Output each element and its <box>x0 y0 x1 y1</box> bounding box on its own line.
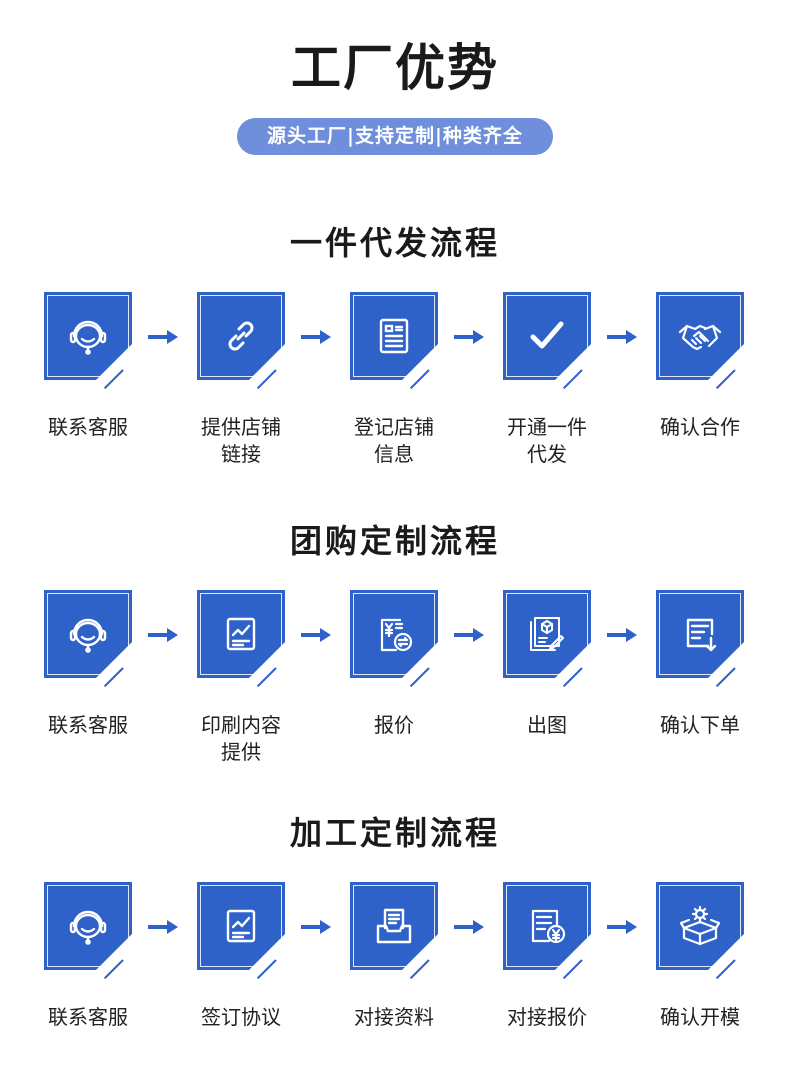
main-title: 工厂优势 <box>291 39 499 97</box>
step-label: 登记店铺信息 <box>319 414 469 468</box>
form-icon <box>372 314 416 358</box>
arrow-right-icon <box>148 329 178 344</box>
step-label-line: 提供店铺 <box>201 415 281 439</box>
arrow-right-icon <box>301 919 331 934</box>
headset-icon <box>66 904 110 948</box>
arrow-right-icon <box>454 627 484 642</box>
step-label-line: 开通一件 <box>507 415 587 439</box>
headset-icon <box>66 314 110 358</box>
step-label-line: 确认下单 <box>660 713 740 737</box>
headset-icon <box>66 612 110 656</box>
step-label-line: 登记店铺 <box>354 415 434 439</box>
step-card <box>656 292 746 390</box>
step-label: 确认下单 <box>625 712 775 739</box>
step-card <box>503 292 593 390</box>
section-title: 团购定制流程 <box>289 522 500 560</box>
step-card <box>44 590 134 688</box>
arrow-right-icon <box>607 329 637 344</box>
arrow-right-icon <box>454 329 484 344</box>
step-label-line: 联系客服 <box>48 415 128 439</box>
arrow-right-icon <box>607 919 637 934</box>
arrow-right-icon <box>148 919 178 934</box>
price-exchange-icon <box>372 612 416 656</box>
step-label: 出图 <box>472 712 622 739</box>
step-label: 印刷内容提供 <box>166 712 316 766</box>
step-card <box>350 292 440 390</box>
step-label: 对接资料 <box>319 1004 469 1031</box>
document-chart-icon <box>219 612 263 656</box>
document-chart-icon <box>219 904 263 948</box>
step-card <box>197 590 287 688</box>
subtitle-pill: 源头工厂|支持定制|种类齐全 <box>237 118 553 155</box>
step-card <box>197 882 287 980</box>
file-tray-icon <box>372 904 416 948</box>
step-label-line: 链接 <box>221 442 261 466</box>
step-label-line: 对接报价 <box>507 1005 587 1029</box>
step-label: 对接报价 <box>472 1004 622 1031</box>
step-label-line: 提供 <box>221 740 261 764</box>
order-download-icon <box>678 612 722 656</box>
check-icon <box>525 314 569 358</box>
step-card <box>44 292 134 390</box>
step-label-line: 签订协议 <box>201 1005 281 1029</box>
step-card <box>350 590 440 688</box>
section-title: 加工定制流程 <box>289 814 500 852</box>
arrow-right-icon <box>301 627 331 642</box>
step-label-line: 对接资料 <box>354 1005 434 1029</box>
process-section: 加工定制流程联系客服 签订协议 对接资料 对接报价 确认开模 <box>0 808 790 1068</box>
process-section: 一件代发流程联系客服提供店铺链接登记店铺信息开通一件代发确认合作 <box>0 218 790 478</box>
step-label-line: 联系客服 <box>48 1005 128 1029</box>
step-label: 联系客服 <box>13 712 163 739</box>
arrow-right-icon <box>301 329 331 344</box>
step-card <box>656 882 746 980</box>
step-label-line: 代发 <box>527 442 567 466</box>
step-label-line: 联系客服 <box>48 713 128 737</box>
design-drawing-icon <box>525 612 569 656</box>
step-card <box>44 882 134 980</box>
step-label: 提供店铺链接 <box>166 414 316 468</box>
step-label-line: 确认开模 <box>660 1005 740 1029</box>
step-label: 签订协议 <box>166 1004 316 1031</box>
handshake-icon <box>678 314 722 358</box>
step-label-line: 报价 <box>374 713 414 737</box>
step-label-line: 信息 <box>374 442 414 466</box>
step-card <box>656 590 746 688</box>
process-section: 团购定制流程联系客服 印刷内容提供 报价 出图 确认下单 <box>0 516 790 776</box>
box-gear-icon <box>678 904 722 948</box>
step-label-line: 确认合作 <box>660 415 740 439</box>
step-label-line: 印刷内容 <box>201 713 281 737</box>
step-label: 联系客服 <box>13 1004 163 1031</box>
arrow-right-icon <box>148 627 178 642</box>
step-card <box>197 292 287 390</box>
step-card <box>503 590 593 688</box>
step-label: 开通一件代发 <box>472 414 622 468</box>
arrow-right-icon <box>454 919 484 934</box>
step-label: 确认合作 <box>625 414 775 441</box>
step-label: 报价 <box>319 712 469 739</box>
step-card <box>503 882 593 980</box>
step-label: 联系客服 <box>13 414 163 441</box>
invoice-yen-icon <box>525 904 569 948</box>
step-label-line: 出图 <box>527 713 567 737</box>
arrow-right-icon <box>607 627 637 642</box>
step-label: 确认开模 <box>625 1004 775 1031</box>
link-icon <box>219 314 263 358</box>
step-card <box>350 882 440 980</box>
section-title: 一件代发流程 <box>289 224 500 262</box>
